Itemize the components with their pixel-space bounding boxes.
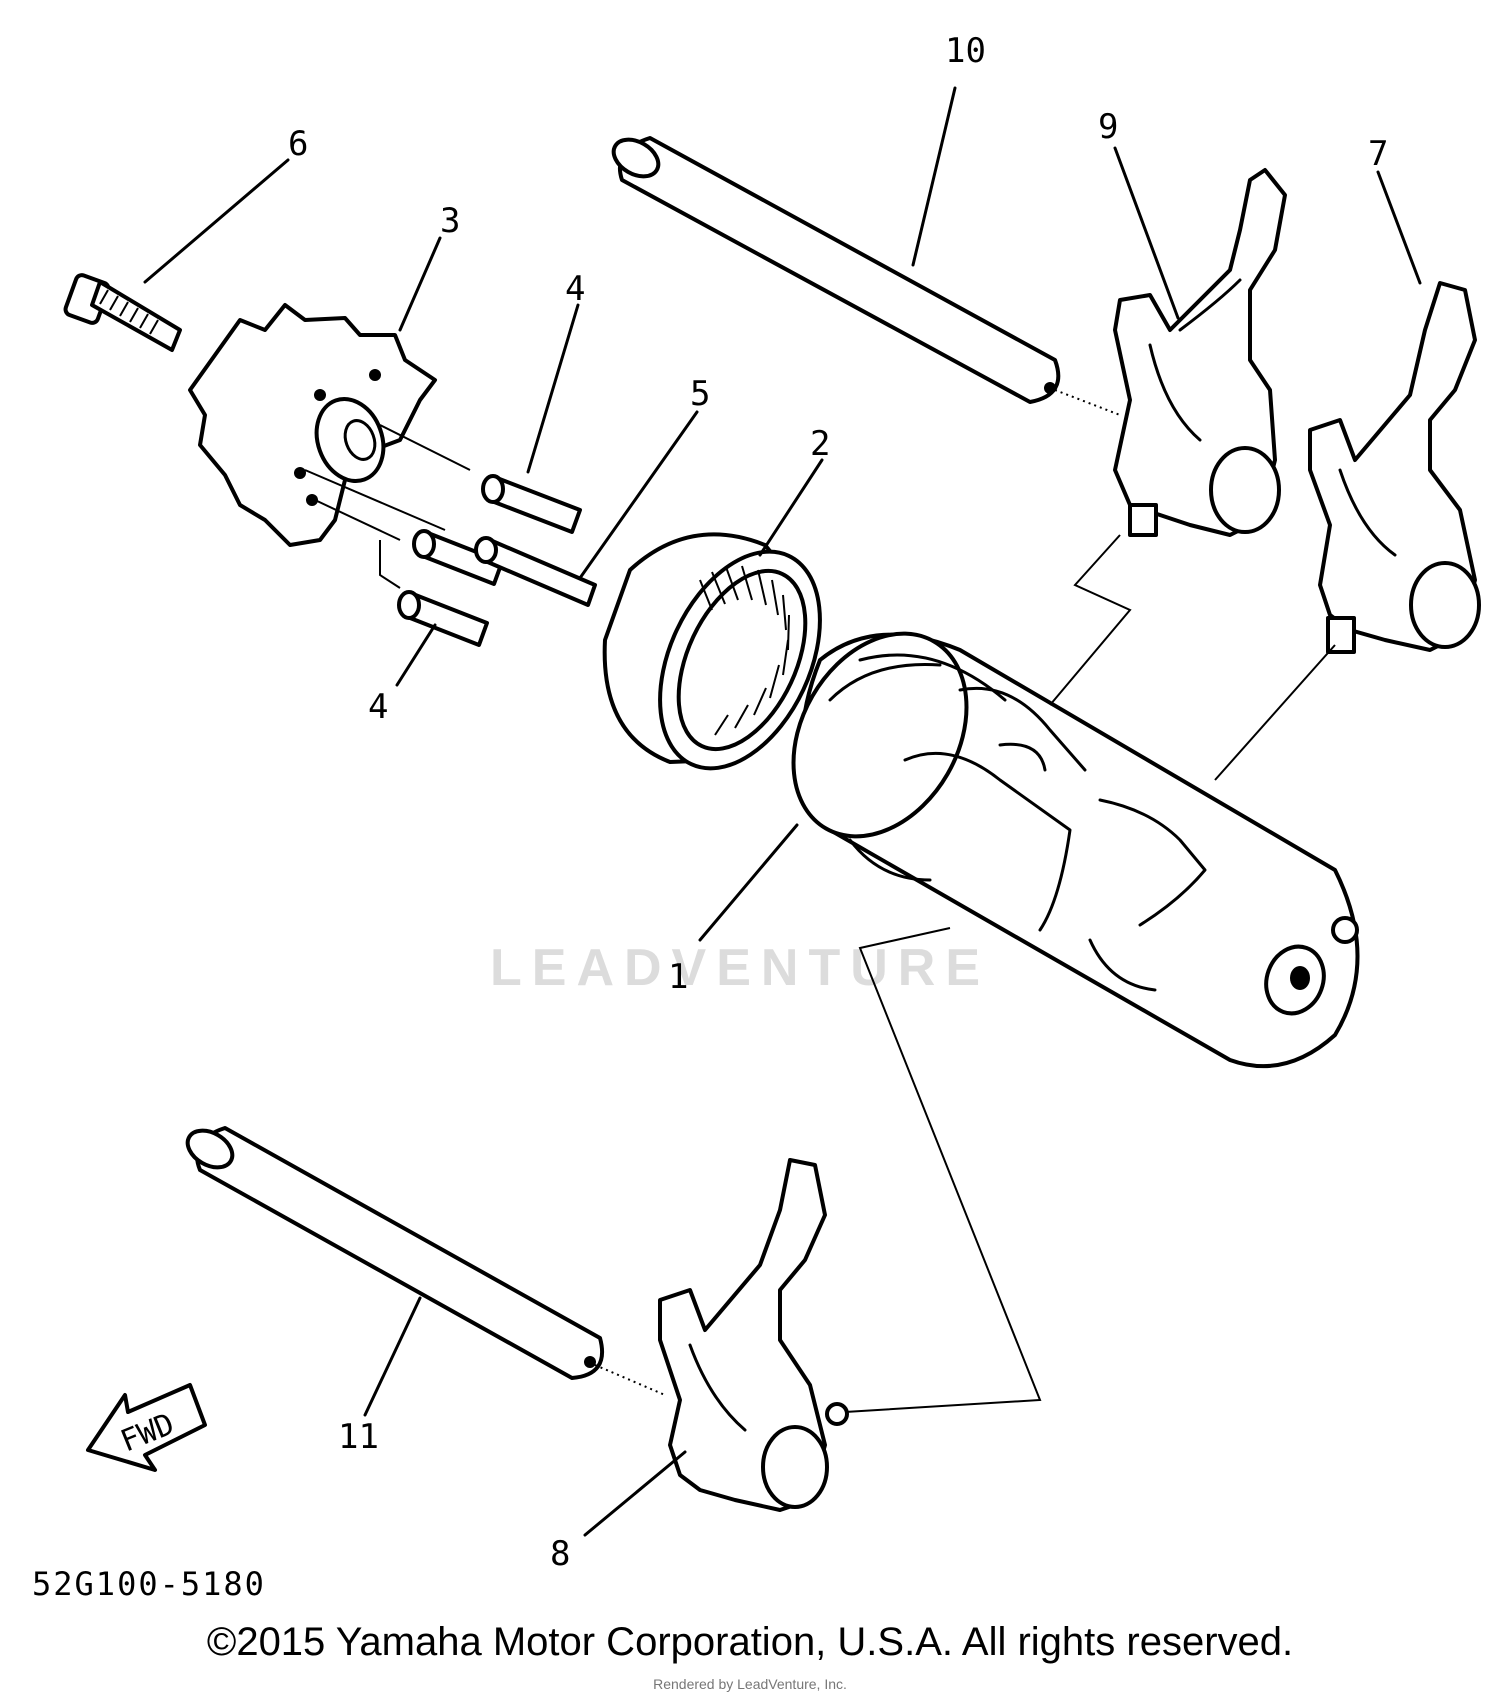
part-8-shift-fork[interactable] xyxy=(658,1158,849,1512)
callout-8: 8 xyxy=(550,1534,570,1574)
part-2-bearing[interactable] xyxy=(602,526,852,794)
watermark-text: LEADVENTURE xyxy=(490,939,990,997)
callout-4-upper: 4 xyxy=(565,269,585,309)
diagram-code: 52G100-5180 xyxy=(32,1565,266,1603)
render-credit: Rendered by LeadVenture, Inc. xyxy=(653,1676,847,1692)
forward-direction-arrow: FWD xyxy=(86,1383,207,1472)
guide-line-pin-4-lower xyxy=(379,540,401,589)
copyright-notice: ©2015 Yamaha Motor Corporation, U.S.A. A… xyxy=(206,1620,1294,1664)
guide-line-pin-5 xyxy=(304,469,446,531)
callout-3: 3 xyxy=(440,201,460,241)
callout-2: 2 xyxy=(810,424,830,464)
guide-line-fork-7 xyxy=(1214,644,1336,781)
part-9-shift-fork[interactable] xyxy=(1113,168,1287,537)
guide-line-shaft-11 xyxy=(594,1364,666,1396)
part-7-shift-fork[interactable] xyxy=(1308,281,1481,654)
guide-line-pin-4-upper xyxy=(379,424,471,471)
part-10-shift-fork-shaft[interactable] xyxy=(607,132,1061,404)
guide-line-fork-8 xyxy=(844,927,1042,1413)
callout-4-lower: 4 xyxy=(368,687,388,727)
callout-1: 1 xyxy=(668,957,688,997)
part-11-shift-fork-shaft[interactable] xyxy=(181,1123,605,1380)
leader-lines xyxy=(143,86,1422,1537)
callout-7: 7 xyxy=(1368,134,1388,174)
part-5-pin[interactable] xyxy=(474,536,597,607)
part-6-screw[interactable] xyxy=(63,273,182,352)
callout-5: 5 xyxy=(690,374,710,414)
guide-line-fork-9 xyxy=(1049,534,1132,706)
part-3-segment[interactable] xyxy=(188,303,437,547)
part-4-pin-lower[interactable] xyxy=(397,590,489,647)
guide-line-pin-4-middle xyxy=(314,499,401,541)
part-1-shift-drum[interactable] xyxy=(758,602,1360,1069)
callout-10: 10 xyxy=(945,31,986,71)
callout-6: 6 xyxy=(288,124,308,164)
part-4-pin-upper[interactable] xyxy=(481,474,582,534)
guide-line-shaft-10 xyxy=(1054,389,1121,416)
callout-11: 11 xyxy=(338,1417,379,1457)
callout-9: 9 xyxy=(1098,107,1118,147)
